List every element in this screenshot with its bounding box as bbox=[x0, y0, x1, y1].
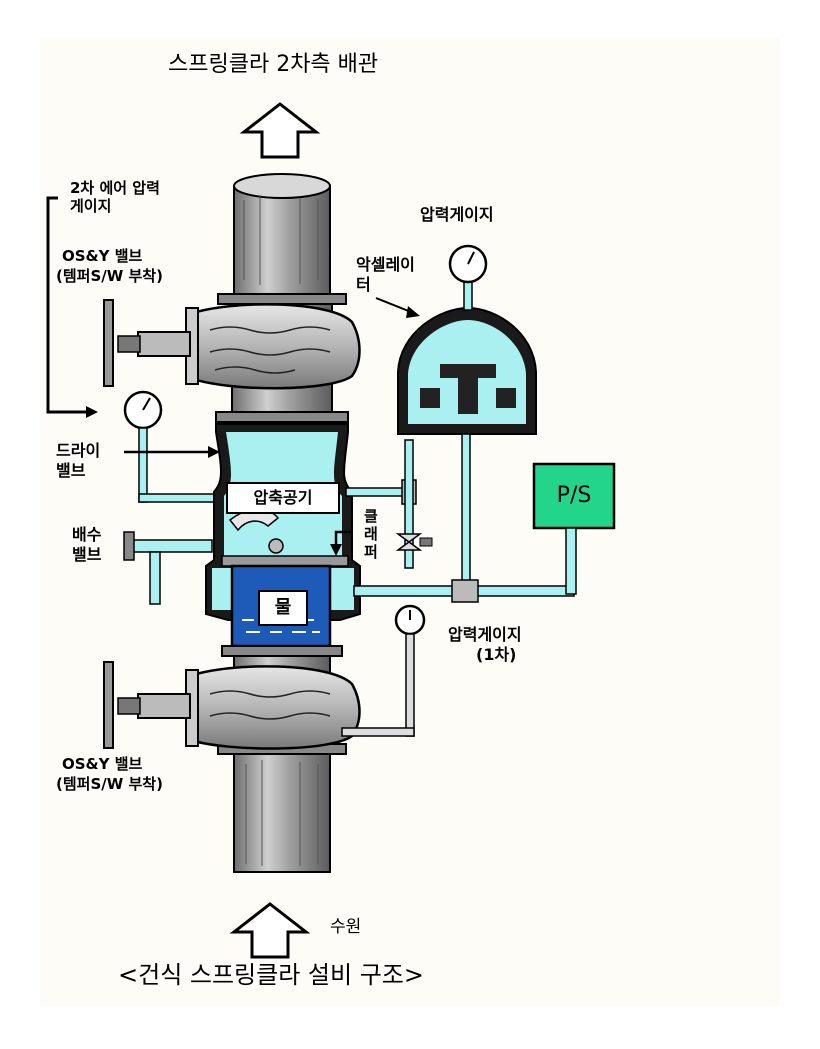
upper-osy-valve bbox=[103, 299, 361, 423]
lower-osy-valve bbox=[103, 661, 361, 750]
air-line bbox=[345, 439, 433, 569]
primary-manifold bbox=[353, 527, 577, 603]
pressure-gauge-top-label: 압력게이지 bbox=[420, 205, 494, 224]
drain-valve-label-line1: 배수 bbox=[72, 525, 102, 544]
lower-osy-valve-label-line1: OS&Y 밸브 bbox=[62, 755, 143, 773]
compressed-air-label: 압축공기 bbox=[226, 482, 340, 514]
dry-valve-pointer bbox=[124, 446, 220, 458]
drain-valve-fixture bbox=[123, 531, 213, 605]
secondary-air-gauge bbox=[123, 390, 218, 503]
accelerator-drop-pipe bbox=[461, 433, 471, 585]
clapper-label-line2: 래 bbox=[364, 525, 378, 543]
upper-osy-valve-label-line1: OS&Y 밸브 bbox=[62, 247, 143, 265]
clapper-label-line3: 퍼 bbox=[364, 543, 378, 561]
outflow-arrow bbox=[239, 102, 321, 159]
accelerator bbox=[375, 244, 537, 435]
dry-valve-label-line2: 밸브 bbox=[56, 461, 86, 480]
upper-osy-valve-label-line2: (템퍼S/W 부착) bbox=[56, 267, 163, 285]
top-title: 스프링클라 2차측 배관 bbox=[168, 52, 379, 77]
water-label: 물 bbox=[258, 590, 308, 626]
upper-riser-pipe bbox=[217, 173, 347, 305]
clapper-pointer bbox=[330, 530, 352, 556]
drain-valve-label-line2: 밸브 bbox=[72, 545, 102, 564]
clapper-label-line1: 클 bbox=[364, 507, 378, 525]
primary-pressure-gauge-label-line1: 압력게이지 bbox=[448, 625, 522, 644]
primary-pressure-gauge bbox=[341, 604, 426, 737]
dry-valve-label-line1: 드라이 bbox=[56, 441, 101, 460]
accelerator-label-line1: 악셀레이 bbox=[356, 255, 415, 274]
gauge-pointer-bracket bbox=[46, 196, 98, 418]
accelerator-label-line2: 터 bbox=[356, 275, 371, 294]
water-source-label: 수원 bbox=[330, 917, 362, 937]
diagram-caption: <건식 스프링클라 설비 구조> bbox=[118, 961, 424, 989]
secondary-air-gauge-label-line2: 게이지 bbox=[70, 197, 112, 215]
secondary-air-gauge-label-line1: 2차 에어 압력 bbox=[70, 179, 160, 197]
pressure-switch-label: P/S bbox=[556, 483, 592, 508]
primary-pressure-gauge-label-line2: (1차) bbox=[476, 645, 517, 664]
lower-osy-valve-label-line2: (템퍼S/W 부착) bbox=[56, 775, 163, 793]
inflow-arrow bbox=[229, 902, 311, 959]
